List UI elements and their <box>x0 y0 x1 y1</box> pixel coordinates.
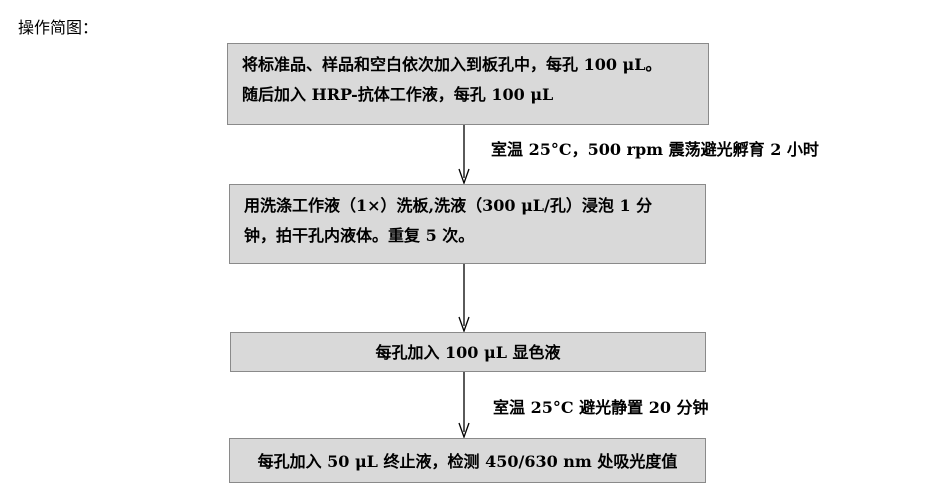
step-3-box: 每孔加入 100 μL 显色液 <box>230 332 706 372</box>
arrow-2 <box>458 264 470 332</box>
arrow-3 <box>458 372 470 438</box>
page-title: 操作简图： <box>18 18 99 37</box>
incubation-note: 室温 25°C，500 rpm 震荡避光孵育 2 小时 <box>491 140 819 159</box>
step-1-box: 将标准品、样品和空白依次加入到板孔中，每孔 100 μL。 随后加入 HRP-抗… <box>227 43 709 125</box>
step-3-line-1: 每孔加入 100 μL 显色液 <box>375 343 561 362</box>
step-2-box: 用洗涤工作液（1×）洗板,洗液（300 μL/孔）浸泡 1 分 钟，拍干孔内液体… <box>229 184 706 264</box>
step-1-line-2: 随后加入 HRP-抗体工作液，每孔 100 μL <box>242 85 554 104</box>
step-2-line-1: 用洗涤工作液（1×）洗板,洗液（300 μL/孔）浸泡 1 分 <box>244 196 653 215</box>
step-4-line-1: 每孔加入 50 μL 终止液，检测 450/630 nm 处吸光度值 <box>257 452 678 471</box>
step-1-line-1: 将标准品、样品和空白依次加入到板孔中，每孔 100 μL。 <box>242 55 662 74</box>
arrow-1 <box>458 125 470 184</box>
step-4-box: 每孔加入 50 μL 终止液，检测 450/630 nm 处吸光度值 <box>229 438 706 483</box>
step-2-line-2: 钟，拍干孔内液体。重复 5 次。 <box>244 226 475 245</box>
color-development-note: 室温 25°C 避光静置 20 分钟 <box>493 398 709 417</box>
